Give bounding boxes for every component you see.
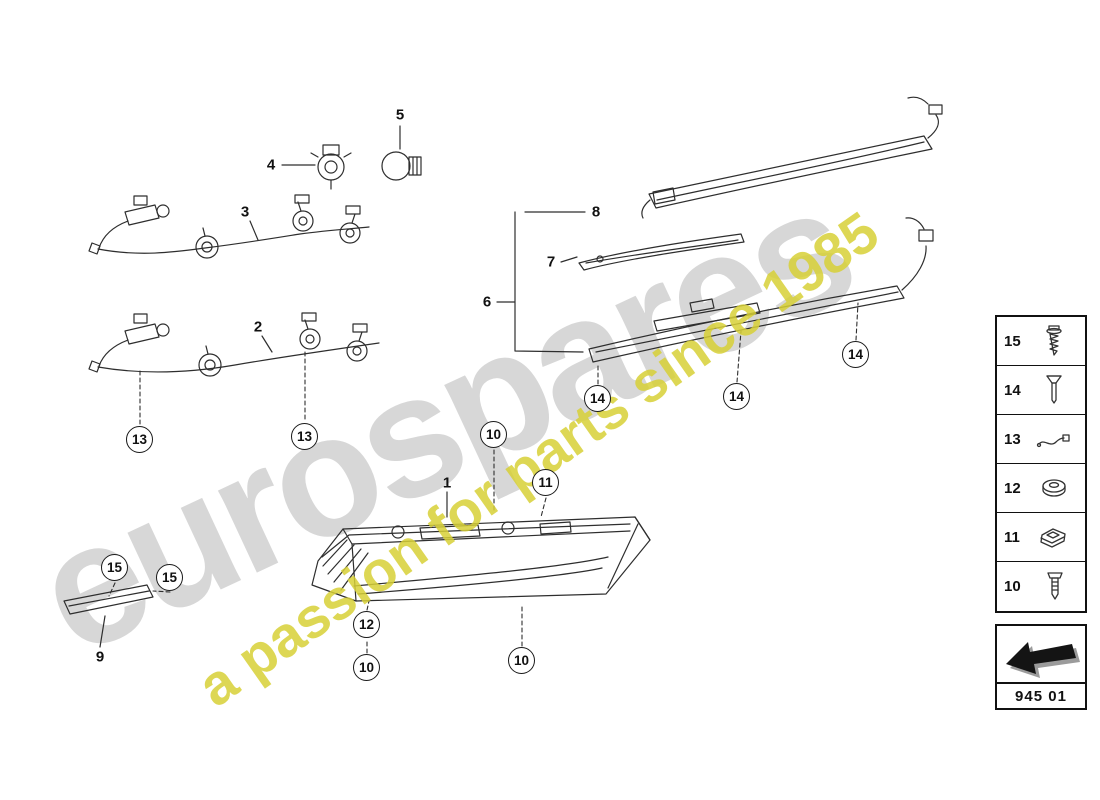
part-group-box[interactable]: 945 01 — [995, 624, 1087, 710]
legend-row-11[interactable]: 11 — [997, 513, 1085, 562]
callout-15[interactable]: 15 — [101, 554, 128, 581]
callout-13[interactable]: 13 — [291, 423, 318, 450]
part-label-8[interactable]: 8 — [591, 203, 601, 221]
legend-number: 14 — [1004, 381, 1021, 399]
legend-row-14[interactable]: 14 — [997, 366, 1085, 415]
grommet-icon — [1028, 473, 1080, 503]
rear-lamp-1[interactable] — [311, 516, 651, 602]
countersunk-screw-icon — [1028, 372, 1080, 408]
legend-row-15[interactable]: 15 — [997, 317, 1085, 366]
tail-light-assembly-6[interactable] — [588, 217, 934, 363]
callout-14[interactable]: 14 — [723, 383, 750, 410]
rivet-icon — [1028, 569, 1080, 605]
callout-11[interactable]: 11 — [532, 469, 559, 496]
leader-lines-dashed — [108, 302, 859, 654]
legend-number: 15 — [1004, 332, 1021, 350]
part-label-7[interactable]: 7 — [546, 253, 556, 271]
clip-icon — [1028, 521, 1080, 553]
direction-arrow-icon — [997, 626, 1085, 682]
callout-10[interactable]: 10 — [508, 647, 535, 674]
part-label-9[interactable]: 9 — [95, 648, 105, 666]
bulb-5[interactable] — [381, 151, 422, 181]
legend-number: 12 — [1004, 479, 1021, 497]
callout-10[interactable]: 10 — [353, 654, 380, 681]
bulb-holder-4[interactable] — [310, 144, 352, 190]
part-label-4[interactable]: 4 — [266, 156, 276, 174]
callout-14[interactable]: 14 — [584, 385, 611, 412]
part-label-3[interactable]: 3 — [240, 203, 250, 221]
part-group-code: 945 01 — [997, 682, 1085, 708]
leader-lines-solid — [99, 125, 586, 648]
legend-row-10[interactable]: 10 — [997, 562, 1085, 611]
tail-light-7[interactable] — [578, 233, 745, 271]
legend-row-13[interactable]: 13 — [997, 415, 1085, 464]
legend-number: 13 — [1004, 430, 1021, 448]
callout-14[interactable]: 14 — [842, 341, 869, 368]
part-label-1[interactable]: 1 — [442, 474, 452, 492]
part-label-2[interactable]: 2 — [253, 318, 263, 336]
part-label-5[interactable]: 5 — [395, 106, 405, 124]
side-marker-9[interactable] — [63, 584, 154, 615]
tail-light-strip-8[interactable] — [641, 96, 943, 219]
fastener-legend: 15 14 13 — [995, 315, 1087, 613]
legend-number: 11 — [1004, 528, 1020, 546]
callout-12[interactable]: 12 — [353, 611, 380, 638]
part-label-6[interactable]: 6 — [482, 293, 492, 311]
wiring-icon — [1028, 424, 1080, 454]
legend-number: 10 — [1004, 578, 1021, 595]
screw-icon — [1028, 323, 1080, 359]
callout-15[interactable]: 15 — [156, 564, 183, 591]
callout-13[interactable]: 13 — [126, 426, 153, 453]
wiring-harness-3[interactable] — [88, 194, 370, 259]
legend-row-12[interactable]: 12 — [997, 464, 1085, 513]
wiring-harness-2[interactable] — [88, 312, 380, 377]
callout-10[interactable]: 10 — [480, 421, 507, 448]
